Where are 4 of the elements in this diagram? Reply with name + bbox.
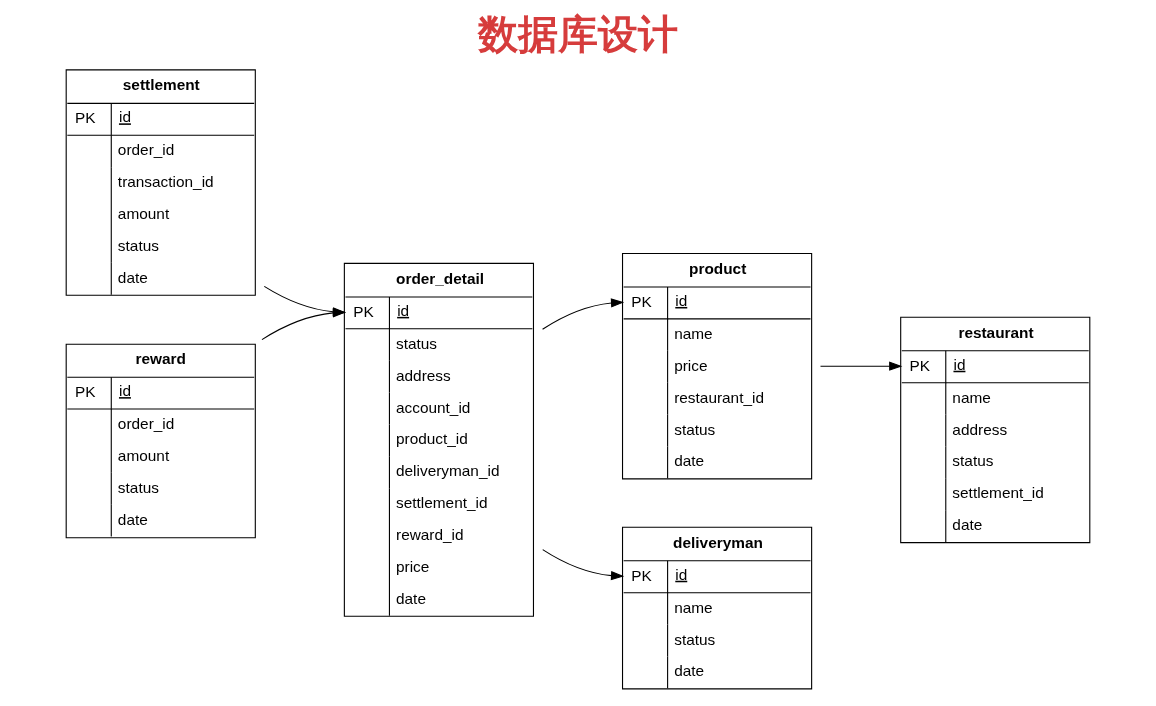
diagram-title: 数据库设计	[478, 11, 679, 56]
arrow	[542, 298, 625, 330]
arrow	[819, 361, 903, 371]
arrow	[542, 549, 625, 581]
